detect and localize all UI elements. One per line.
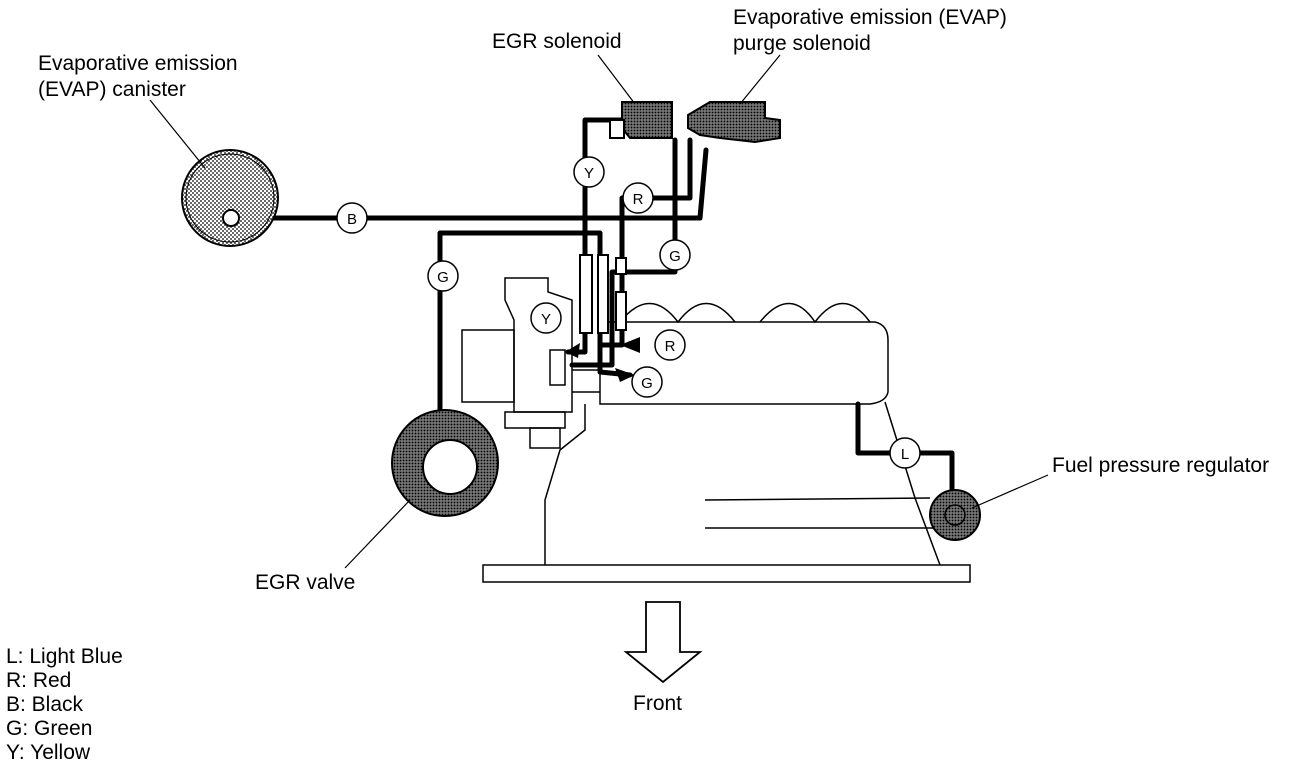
tag-egr-solenoid-hose: Y [573, 156, 605, 188]
legend-item: L: Light Blue [6, 645, 123, 668]
label-fuel-pressure-regulator: Fuel pressure regulator [1052, 454, 1269, 477]
svg-text:G: G [669, 248, 681, 265]
label-evap-purge-solenoid-line1: Evaporative emission (EVAP) [733, 6, 1007, 29]
leader-lines [149, 54, 1049, 569]
tag-throttle-yellow: Y [530, 302, 562, 334]
hose-tags: B G Y R G Y R G L [336, 156, 921, 469]
color-legend: L: Light Blue R: Red B: Black G: Green Y… [6, 645, 123, 764]
front-arrow-icon [623, 601, 703, 684]
egr-solenoid [609, 101, 673, 139]
label-egr-valve: EGR valve [255, 571, 355, 594]
legend-item: Y: Yellow [6, 741, 91, 764]
label-evap-canister-line1: Evaporative emission [38, 52, 238, 75]
svg-text:R: R [633, 191, 644, 208]
egr-valve [391, 409, 499, 517]
svg-text:G: G [641, 375, 653, 392]
svg-text:Y: Y [584, 165, 594, 182]
svg-text:R: R [665, 338, 676, 355]
svg-text:B: B [347, 211, 357, 228]
component-labels: Evaporative emission (EVAP) canister EGR… [38, 6, 1269, 715]
tag-regulator-hose: L [889, 437, 921, 469]
label-evap-purge-solenoid-line2: purge solenoid [733, 32, 871, 55]
evap-canister [181, 149, 279, 247]
tag-egr-valve-hose: G [427, 260, 459, 292]
hose-fittings [579, 254, 627, 334]
legend-item: R: Red [6, 669, 71, 692]
throttle-arrows [565, 337, 640, 382]
tag-purge-hose-green: G [659, 239, 691, 271]
label-egr-solenoid: EGR solenoid [492, 30, 622, 53]
legend-item: G: Green [6, 717, 92, 740]
tag-canister-hose: B [336, 202, 368, 234]
hoses [229, 117, 955, 503]
evap-purge-solenoid [687, 101, 781, 144]
label-front: Front [633, 692, 682, 715]
svg-text:G: G [437, 269, 449, 286]
throttle-body [461, 277, 600, 449]
tag-throttle-red: R [654, 329, 686, 361]
tag-purge-hose-red: R [622, 182, 654, 214]
engine-outline [482, 302, 971, 583]
svg-text:Y: Y [541, 311, 551, 328]
fuel-pressure-regulator [929, 489, 981, 541]
label-evap-canister-line2: (EVAP) canister [38, 78, 186, 101]
tag-throttle-green: G [631, 366, 663, 398]
legend-item: B: Black [6, 693, 84, 716]
svg-text:L: L [901, 446, 909, 463]
